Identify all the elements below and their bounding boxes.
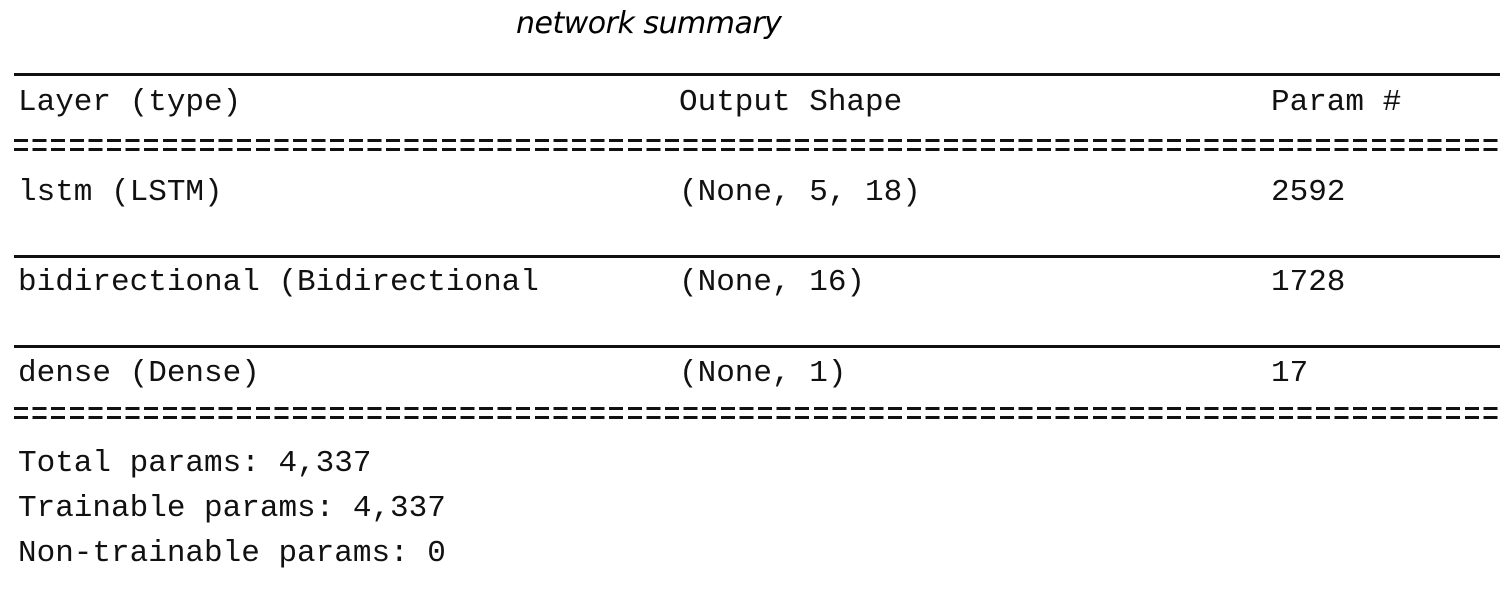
header-param-count: Param # xyxy=(1271,85,1402,120)
header-double-rule xyxy=(14,139,1500,153)
total-params: Total params: 4,337 xyxy=(18,446,372,481)
row-layer-name: lstm (LSTM) xyxy=(18,175,223,210)
row-layer-name: dense (Dense) xyxy=(18,356,260,391)
summary-caption: network summary xyxy=(516,6,782,41)
row-separator xyxy=(14,255,1500,258)
row-layer-name: bidirectional (Bidirectional xyxy=(18,265,539,300)
row-param-count: 17 xyxy=(1271,356,1309,391)
row-output-shape: (None, 5, 18) xyxy=(679,175,921,210)
top-rule xyxy=(14,73,1500,76)
header-output-shape: Output Shape xyxy=(679,85,903,120)
header-layer-type: Layer (type) xyxy=(18,85,242,120)
non-trainable-params: Non-trainable params: 0 xyxy=(18,536,446,571)
row-param-count: 2592 xyxy=(1271,175,1346,210)
footer-double-rule xyxy=(14,407,1500,421)
trainable-params: Trainable params: 4,337 xyxy=(18,491,446,526)
row-output-shape: (None, 16) xyxy=(679,265,866,300)
row-param-count: 1728 xyxy=(1271,265,1346,300)
row-output-shape: (None, 1) xyxy=(679,356,847,391)
row-separator xyxy=(14,345,1500,348)
